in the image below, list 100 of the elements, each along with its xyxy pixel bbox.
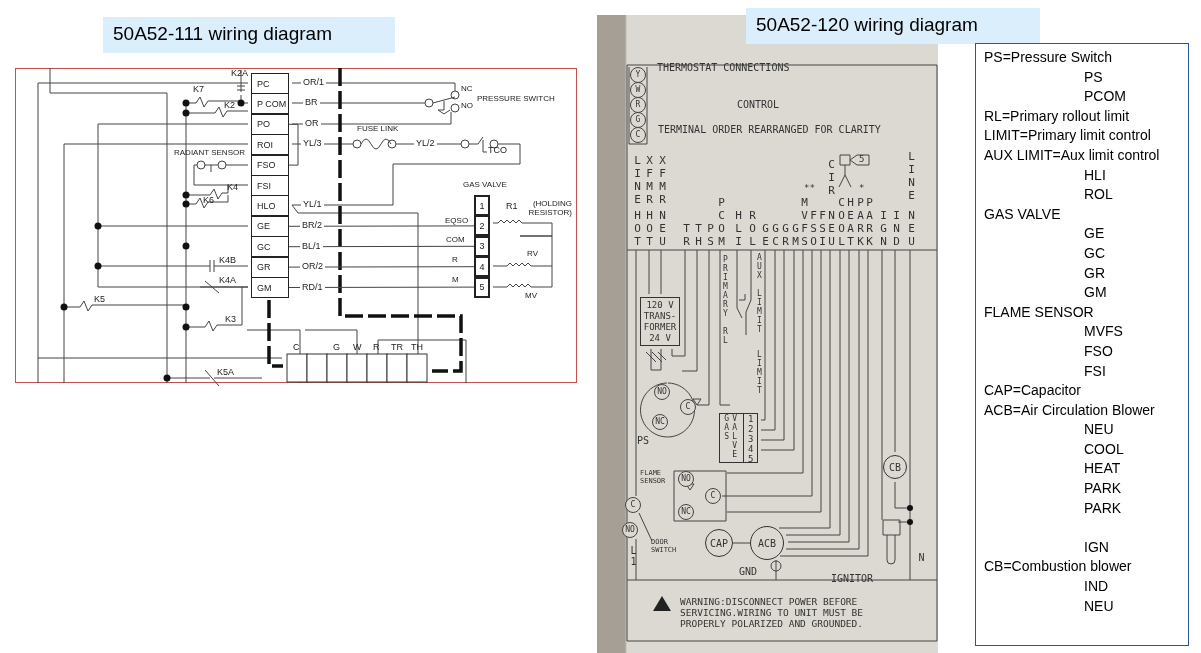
terminal-label: GC <box>770 222 781 248</box>
wire-label: YL/1 <box>301 200 324 209</box>
terminal-label: R <box>373 343 380 352</box>
terminal-label: L1 <box>628 545 638 567</box>
terminal-label: R <box>452 256 458 264</box>
legend-entry: PCOM <box>1084 87 1127 107</box>
legend-entry: GC <box>1084 243 1106 263</box>
terminal-label: COOL <box>836 196 847 248</box>
component-label: (HOLDING RESISTOR) <box>527 199 572 218</box>
terminal-label: PARK <box>864 196 875 248</box>
terminal-box: PC <box>251 73 289 94</box>
terminal-box: GR <box>251 256 289 278</box>
terminal-label: XFMR <box>657 154 668 206</box>
relay-label: K4A <box>219 276 236 285</box>
legend-entry: PARK <box>1084 498 1123 518</box>
terminal-box: PO <box>251 113 289 135</box>
component-label: MV <box>525 292 537 300</box>
note-text: TERMINAL ORDER REARRANGED FOR CLARITY <box>658 125 881 135</box>
gas-valve-box <box>719 413 758 463</box>
terminal-label: GE <box>760 222 771 248</box>
terminal-label: PS <box>705 222 716 248</box>
relay-label: K7 <box>193 85 204 94</box>
terminal-label: LINE <box>632 154 643 206</box>
component-label: TCO <box>488 146 507 155</box>
relay-label: K5A <box>217 368 234 377</box>
terminal-label: HOT <box>632 209 643 248</box>
terminal-label: HEAT <box>845 196 856 248</box>
terminal-label: TR <box>681 222 692 248</box>
terminal-label: GM <box>790 222 801 248</box>
relay-label: K5 <box>94 295 105 304</box>
terminal-label: PARK <box>855 196 866 248</box>
legend-entry: PS <box>1084 67 1104 87</box>
wire-label: BL/1 <box>300 241 323 251</box>
component-label: GND <box>739 567 758 577</box>
legend-entry: MVFS <box>1084 322 1124 342</box>
warning-text: WARNING:DISCONNECT POWER BEFORE SERVICING.WIRING TO UNIT MUST BE PROPERLY POLARIZED AND GROUNDED. <box>680 597 865 630</box>
legend-entry: IGN <box>1084 537 1110 557</box>
terminal-box: ROI <box>251 134 289 156</box>
heading-text: THERMOSTAT CONNECTIONS <box>657 63 790 73</box>
terminal-label: TH <box>693 222 704 248</box>
terminal-label: MVFS <box>799 196 810 248</box>
legend-entry: NEU <box>1084 420 1115 440</box>
terminal-label: N <box>916 552 926 563</box>
terminal-label: GR <box>780 222 791 248</box>
wire <box>288 123 299 166</box>
component-label: GAS VALVE <box>463 181 507 189</box>
terminal-label: IGN <box>878 209 889 248</box>
note-mark: ** <box>804 184 815 193</box>
legend-entry: FSI <box>1084 361 1107 381</box>
terminal-label: ROL <box>747 209 758 248</box>
relay-label: K2A <box>231 69 248 78</box>
legend-entry: PARK <box>1084 479 1123 499</box>
wire-label: OR/2 <box>300 262 325 272</box>
terminal-label: XFMR <box>644 154 655 206</box>
component-label: GAS VALVE <box>722 414 739 461</box>
legend-entry: ROL <box>1084 185 1114 205</box>
relay-label: K4B <box>219 256 236 265</box>
terminal-label: NEU <box>657 209 668 248</box>
component-label: R1 <box>506 202 518 211</box>
terminal-label: FSI <box>817 209 828 248</box>
wire-label: RD/1 <box>300 282 325 292</box>
wire <box>732 542 751 544</box>
legend-entry: AUX LIMIT=Aux limit control <box>984 145 1161 165</box>
legend-entry: HEAT <box>1084 459 1122 479</box>
legend-entry: CB=Combustion blower <box>984 557 1133 577</box>
terminal-label: G <box>333 343 340 352</box>
relay-label: K3 <box>225 315 236 324</box>
legend-entry: HLI <box>1084 165 1107 185</box>
legend-entry: PS=Pressure Switch <box>984 48 1113 67</box>
terminal-label: M <box>452 276 459 284</box>
valve-terminal-box: 3 <box>474 235 490 257</box>
valve-terminal-box: 2 <box>474 215 490 237</box>
title-banner: 50A52-120 wiring diagram <box>746 8 1040 44</box>
terminal-label: EQSO <box>445 217 469 225</box>
terminal-label: PCOM <box>716 196 727 248</box>
component-label: FUSE LINK <box>357 125 399 133</box>
component-label: LIMIT <box>755 350 763 395</box>
terminal-label: C <box>293 343 300 352</box>
legend-entry: GAS VALVE <box>984 204 1062 224</box>
wire <box>288 245 475 248</box>
contact-label: NO <box>461 102 473 110</box>
component-label: PS <box>637 436 650 446</box>
wire-label: YL/3 <box>301 139 324 148</box>
legend-entry: FSO <box>1084 341 1114 361</box>
terminal-label: LINE <box>906 150 917 202</box>
legend-entry: CAP=Capacitor <box>984 381 1082 401</box>
contact-label: NC <box>461 85 473 93</box>
wire-label: YL/2 <box>414 139 437 148</box>
component-label: AUX LIMIT <box>755 253 763 334</box>
legend-entry: GE <box>1084 224 1106 244</box>
terminal-label: COM <box>446 236 465 244</box>
legend-entry: FLAME SENSOR <box>984 302 1095 322</box>
terminal-label: W <box>353 343 362 352</box>
legend-entry: COOL <box>1084 439 1125 459</box>
legend-entry: GR <box>1084 263 1106 283</box>
terminal-label: TH <box>411 343 423 352</box>
wire-label: OR/1 <box>301 78 326 87</box>
valve-terminal-box: 5 <box>474 276 490 298</box>
terminal-numbers: 12345 <box>742 414 755 462</box>
title-banner: 50A52-111 wiring diagram <box>103 17 395 53</box>
